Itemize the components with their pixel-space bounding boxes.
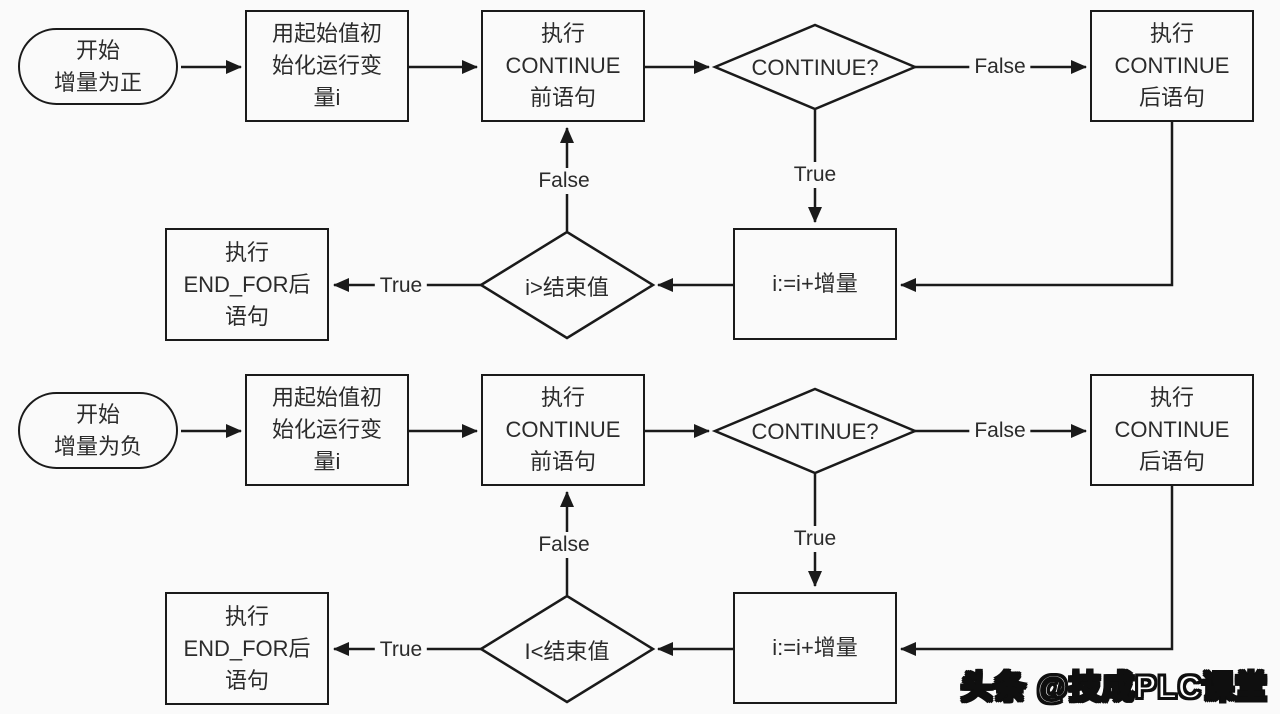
flowchart-negative-increment: 开始 增量为负 用起始值初 始化运行变 量i 执行 CONTINUE 前语句 执… [0,372,1280,712]
pre-continue-label: 执行 CONTINUE 前语句 [505,21,621,110]
increment-box: i:=i+增量 [733,228,897,340]
post-continue-box: 执行 CONTINUE 后语句 [1090,374,1254,486]
start-label: 开始 增量为正 [53,37,142,95]
endvalue-decision-label: I<结束值 [524,639,610,664]
increment-box: i:=i+增量 [733,592,897,704]
branch-label-continue-true: True [788,526,842,552]
continue-decision-label: CONTINUE? [751,55,879,80]
flowchart-positive-increment: 开始 增量为正 用起始值初 始化运行变 量i 执行 CONTINUE 前语句 执… [0,8,1280,348]
branch-label-endcheck-true: True [374,637,428,663]
arrow-post-to-increment [900,122,1174,292]
continue-decision-label: CONTINUE? [751,419,879,444]
start-terminal: 开始 增量为正 [18,28,178,105]
connector-layer-top [181,23,1174,340]
branch-label-endcheck-false: False [533,532,595,558]
init-variable-box: 用起始值初 始化运行变 量i [245,10,409,122]
endvalue-decision-diamond [478,230,656,340]
end-for-box: 执行 END_FOR后 语句 [165,228,329,341]
end-for-label: 执行 END_FOR后 语句 [183,603,311,693]
branch-label-endcheck-true: True [374,273,428,299]
endvalue-decision-diamond [478,594,656,704]
start-terminal: 开始 增量为负 [18,392,178,469]
init-variable-label: 用起始值初 始化运行变 量i [271,385,382,474]
end-for-box: 执行 END_FOR后 语句 [165,592,329,705]
init-variable-box: 用起始值初 始化运行变 量i [245,374,409,486]
post-continue-label: 执行 CONTINUE 后语句 [1114,385,1230,474]
init-variable-label: 用起始值初 始化运行变 量i [271,21,382,110]
branch-label-continue-true: True [788,162,842,188]
branch-label-continue-false: False [969,418,1031,444]
branch-label-endcheck-false: False [533,168,595,194]
continue-decision-diamond [711,387,919,475]
post-continue-label: 执行 CONTINUE 后语句 [1114,21,1230,110]
endvalue-decision-label: i>结束值 [525,275,609,300]
pre-continue-box: 执行 CONTINUE 前语句 [481,374,645,486]
pre-continue-label: 执行 CONTINUE 前语句 [505,385,621,474]
arrow-post-to-increment [900,486,1174,656]
increment-label: i:=i+增量 [772,271,858,296]
branch-label-continue-false: False [969,54,1031,80]
watermark-text: 头条 @技成PLC课堂 [960,668,1268,706]
end-for-label: 执行 END_FOR后 语句 [183,239,311,329]
pre-continue-box: 执行 CONTINUE 前语句 [481,10,645,122]
start-label: 开始 增量为负 [53,401,142,459]
continue-decision-diamond [711,23,919,111]
post-continue-box: 执行 CONTINUE 后语句 [1090,10,1254,122]
increment-label: i:=i+增量 [772,635,858,660]
